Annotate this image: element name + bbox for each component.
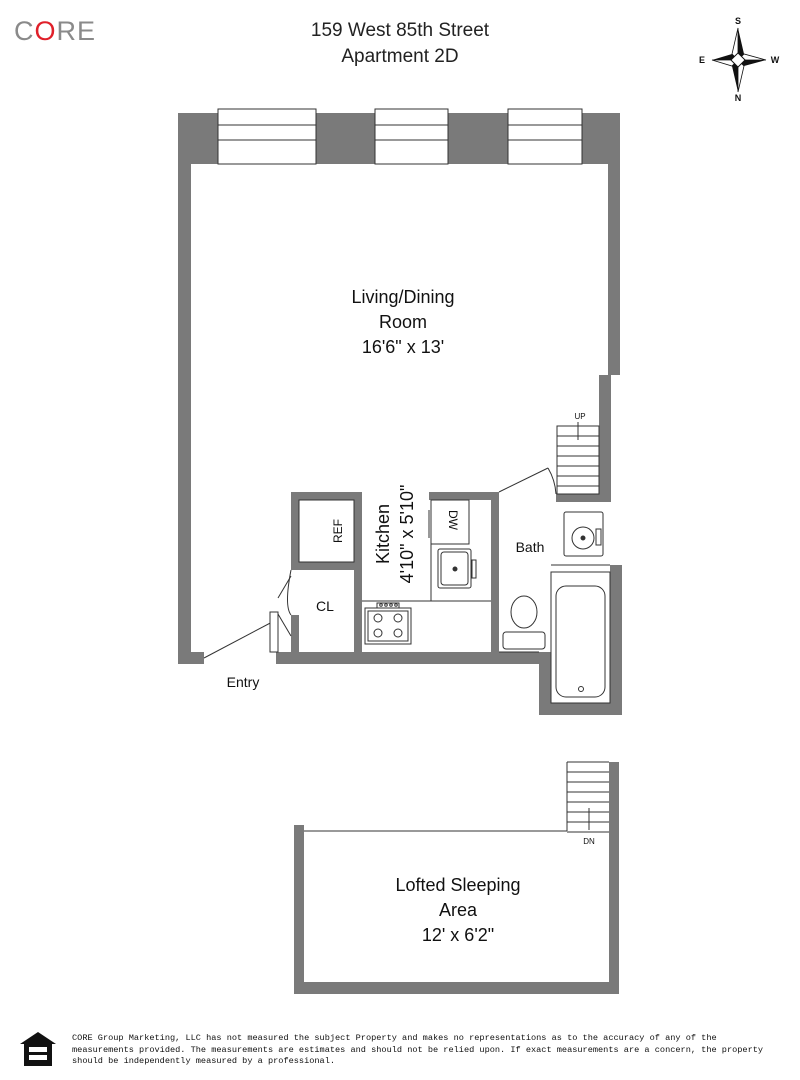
closet-label: CL [316, 598, 334, 614]
exterior-walls [178, 113, 622, 715]
compass-east-label: E [699, 55, 705, 65]
compass-north-label: N [735, 93, 742, 103]
bathtub-icon [550, 571, 611, 704]
entry-door [203, 611, 279, 659]
address-text: 159 West 85th Street [310, 20, 490, 41]
stairs-up [556, 422, 600, 495]
living-room-name-line1: Living/Dining [351, 287, 454, 307]
bath-sink-icon [563, 511, 604, 557]
compass-rose-icon: S N E W [699, 16, 780, 103]
listing-header: 159 West 85th Street Apartment 2D [0, 18, 800, 70]
windows [217, 108, 583, 165]
toilet-icon [502, 595, 546, 650]
refrigerator-label: REF [331, 519, 345, 543]
kitchen-label: Kitchen 4'10" x 5'10" [373, 485, 417, 584]
floor-plan: S N E W [178, 16, 780, 994]
kitchen-size: 4'10" x 5'10" [397, 485, 417, 584]
stove-icon [364, 602, 412, 645]
loft-size: 12' x 6'2" [422, 925, 494, 945]
bath-label: Bath [516, 539, 545, 555]
bath-door [498, 467, 557, 495]
living-room-size: 16'6" x 13' [362, 337, 444, 357]
core-logo: CORE [14, 16, 97, 46]
compass-south-label: S [735, 16, 741, 26]
dishwasher [428, 499, 470, 545]
stairs-down-label: DN [583, 837, 595, 846]
loft-name-line1: Lofted Sleeping [395, 875, 520, 895]
stairs-up-label: UP [574, 412, 585, 421]
bath-outline [499, 564, 610, 653]
living-room-label: Living/Dining Room 16'6" x 13' [351, 287, 454, 357]
loft-name-line2: Area [439, 900, 478, 920]
kitchen-counter [362, 544, 491, 602]
unit-text: Apartment 2D [341, 46, 459, 67]
loft-edge [304, 762, 568, 832]
interior-walls [291, 492, 611, 652]
living-room-name-line2: Room [379, 312, 427, 332]
loft-label: Lofted Sleeping Area 12' x 6'2" [395, 875, 520, 945]
equal-housing-icon [20, 1032, 56, 1066]
closet-door [277, 569, 292, 637]
refrigerator [298, 499, 355, 563]
kitchen-sink-icon [437, 548, 477, 589]
dishwasher-label: DW [446, 510, 460, 531]
disclaimer-text: CORE Group Marketing, LLC has not measur… [72, 1033, 764, 1066]
stairs-down [567, 761, 609, 833]
compass-west-label: W [771, 55, 780, 65]
kitchen-name: Kitchen [373, 504, 393, 564]
entry-label: Entry [227, 674, 260, 690]
loft-walls [294, 762, 619, 994]
